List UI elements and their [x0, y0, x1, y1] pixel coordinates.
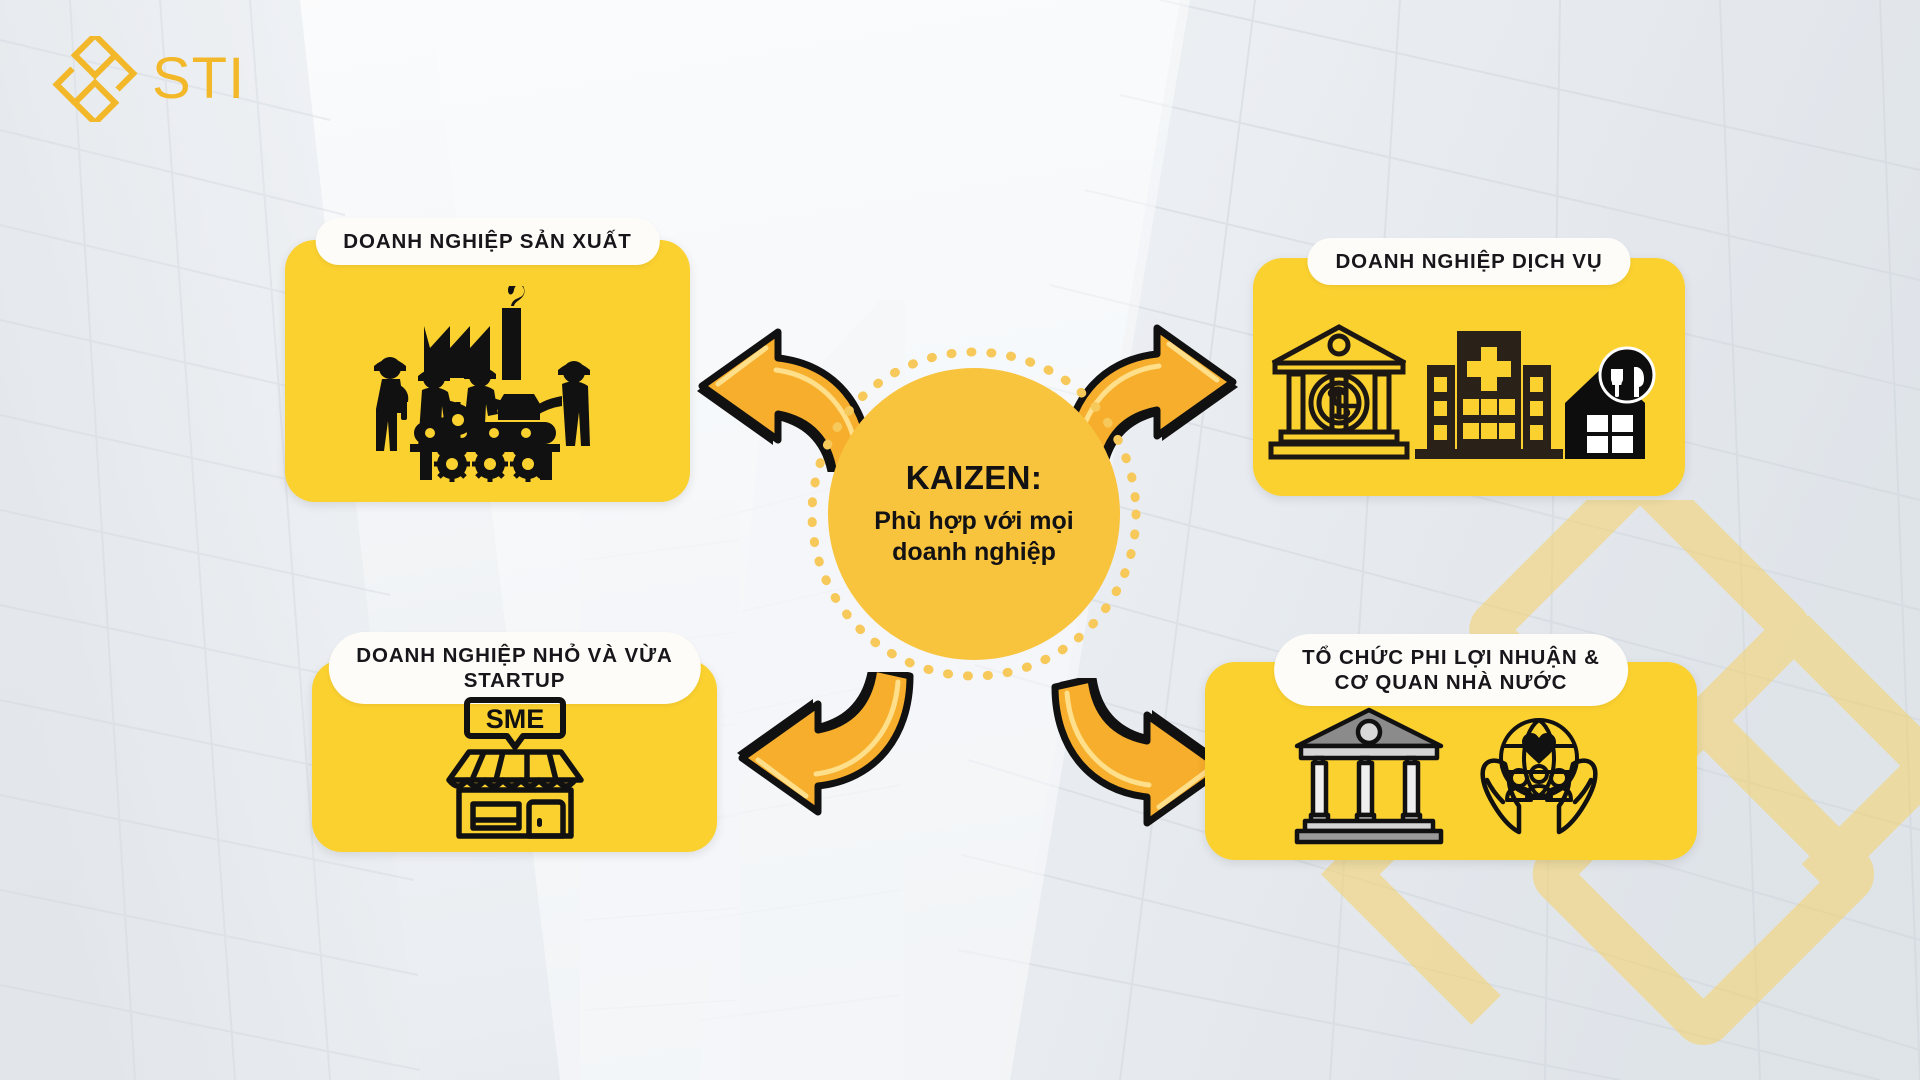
kaizen-circle: KAIZEN: Phù hợp với mọi doanh nghiệp	[828, 368, 1120, 660]
card-sme-startup-label-line2: STARTUP	[463, 669, 566, 692]
card-services-label: DOANH NGHIỆP DỊCH VỤ	[1335, 250, 1603, 273]
card-sme-startup-label-pill: DOANH NGHIỆP NHỎ VÀ VỪA STARTUP	[328, 632, 701, 704]
card-nonprofit-government-art	[1205, 698, 1697, 852]
card-sme-startup[interactable]: DOANH NGHIỆP NHỎ VÀ VỪA STARTUP SME	[312, 632, 717, 852]
kaizen-subtitle-line1: Phù hợp với mọi	[874, 506, 1074, 535]
card-services-art	[1253, 298, 1685, 486]
kaizen-title: KAIZEN:	[905, 459, 1043, 497]
card-manufacturing-label: DOANH NGHIỆP SẢN XUẤT	[343, 230, 632, 253]
card-sme-startup-label-line1: DOANH NGHIỆP NHỎ VÀ VỪA	[356, 644, 673, 667]
kaizen-center-hub: KAIZEN: Phù hợp với mọi doanh nghiệp	[807, 347, 1141, 681]
sti-logo-icon	[52, 36, 138, 122]
factory-workers-conveyor-icon	[373, 286, 590, 482]
dotted-ring-icon	[807, 347, 1141, 681]
government-building-hands-globe-icon	[1294, 707, 1598, 845]
card-nonprofit-government-label-line1: TỔ CHỨC PHI LỢI NHUẬN &	[1302, 646, 1600, 669]
brand-logo[interactable]: STI	[52, 36, 245, 122]
card-nonprofit-government-label-pill: TỔ CHỨC PHI LỢI NHUẬN & CƠ QUAN NHÀ NƯỚC	[1274, 634, 1628, 706]
card-manufacturing-art	[285, 274, 690, 494]
card-sme-startup-art: SME	[312, 690, 717, 846]
card-services-label-pill: DOANH NGHIỆP DỊCH VỤ	[1307, 238, 1631, 285]
kaizen-subtitle-line2: doanh nghiệp	[892, 537, 1056, 566]
bank-hospital-restaurant-icon	[1268, 324, 1656, 460]
sme-sign-text: SME	[485, 704, 544, 734]
sme-storefront-icon: SME	[445, 697, 584, 839]
brand-name: STI	[152, 46, 246, 111]
card-manufacturing-label-pill: DOANH NGHIỆP SẢN XUẤT	[315, 218, 660, 265]
card-services[interactable]: DOANH NGHIỆP DỊCH VỤ	[1253, 238, 1685, 496]
card-nonprofit-government-label-line2: CƠ QUAN NHÀ NƯỚC	[1334, 671, 1568, 694]
card-nonprofit-government[interactable]: TỔ CHỨC PHI LỢI NHUẬN & CƠ QUAN NHÀ NƯỚC	[1205, 634, 1697, 860]
card-manufacturing[interactable]: DOANH NGHIỆP SẢN XUẤT	[285, 218, 690, 502]
